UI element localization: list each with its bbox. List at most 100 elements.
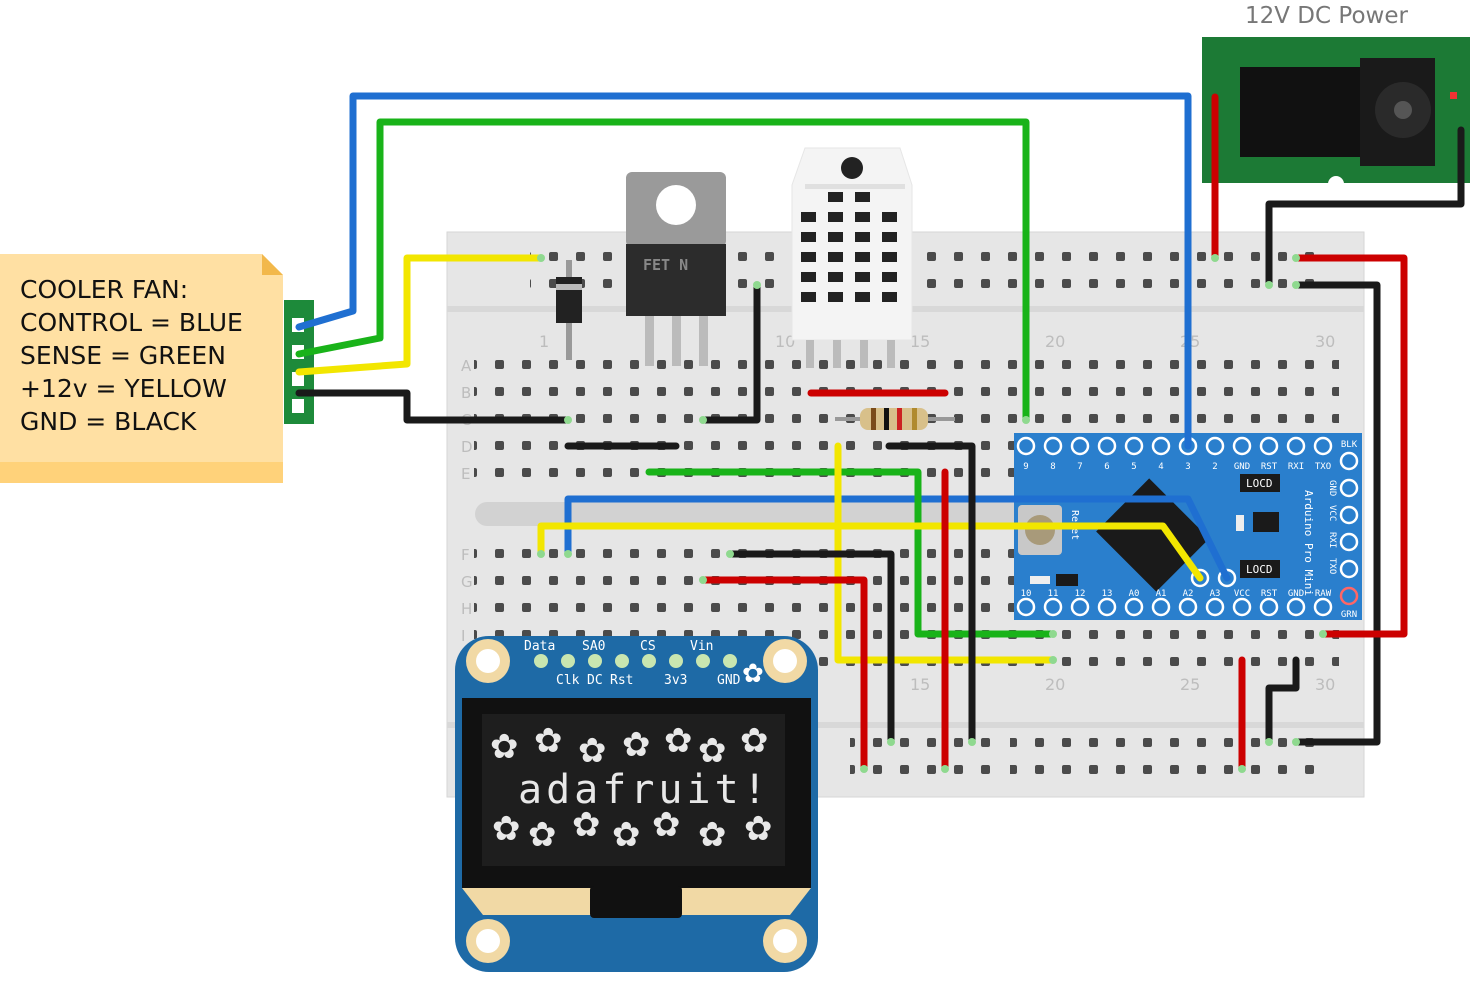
wire-black <box>1265 126 1465 289</box>
svg-text:✿: ✿ <box>490 727 519 767</box>
col-label: 25 <box>1180 675 1200 694</box>
wire-black <box>726 550 895 746</box>
wire-black <box>295 389 572 424</box>
pin-label: GRN <box>1341 610 1357 620</box>
power-rail-bottom <box>850 736 1330 777</box>
pin-label: 4 <box>1158 462 1163 472</box>
pin-label: 8 <box>1050 462 1055 472</box>
chip-label: LOCD <box>1246 477 1273 490</box>
col-label: 30 <box>1315 675 1335 694</box>
row-label: B <box>461 384 471 402</box>
pin-label: RXI <box>1288 462 1304 472</box>
wire-black <box>1292 281 1381 746</box>
col-label: 20 <box>1045 675 1065 694</box>
oled-pin-label: SA0 <box>582 639 605 654</box>
diode <box>556 260 582 360</box>
row-label: G <box>461 573 473 591</box>
col-label: 10 <box>775 332 795 351</box>
svg-text:✿: ✿ <box>572 805 601 845</box>
pin-label: RAW <box>1315 589 1332 599</box>
svg-text:✿: ✿ <box>698 815 727 855</box>
wire-red <box>1292 254 1408 638</box>
svg-text:✿: ✿ <box>698 731 727 771</box>
wire-black <box>699 281 761 424</box>
wire-green <box>295 118 1030 424</box>
svg-text:✿: ✿ <box>492 809 521 849</box>
pin-label: TXO <box>1327 558 1337 574</box>
pin-label: 12 <box>1075 589 1086 599</box>
pin-label: BLK <box>1341 440 1358 450</box>
fan-legend-note: COOLER FAN: CONTROL = BLUE SENSE = GREEN… <box>0 254 283 483</box>
pin-label: RST <box>1261 462 1278 472</box>
pin-label: 3 <box>1185 462 1190 472</box>
wires <box>295 92 1465 773</box>
pin-label: A0 <box>1129 589 1140 599</box>
wire-endpoints <box>537 254 1327 773</box>
pin-label: GND <box>1327 480 1337 496</box>
svg-text:✿: ✿ <box>578 731 607 771</box>
svg-text:✿: ✿ <box>664 721 693 761</box>
pin-label: A1 <box>1156 589 1167 599</box>
row-label: D <box>461 438 473 456</box>
pin-label: RST <box>1261 589 1278 599</box>
oled-display: Data SA0 CS Vin Clk DC Rst 3v3 GND ✿ ✿✿✿… <box>455 636 818 972</box>
col-label: 1 <box>539 332 549 351</box>
pin-label: RXI <box>1327 532 1337 548</box>
row-label: A <box>461 357 472 375</box>
col-label: 15 <box>910 332 930 351</box>
oled-pin-label: 3v3 <box>664 673 687 688</box>
pin-label: A2 <box>1183 589 1194 599</box>
row-label: H <box>461 600 472 618</box>
pin-label: VCC <box>1234 589 1250 599</box>
mosfet-label: FET N <box>643 256 688 274</box>
row-label: I <box>461 627 465 645</box>
note-line: COOLER FAN: <box>20 275 188 304</box>
adafruit-flower-icon: ✿ <box>742 659 764 689</box>
col-label: 15 <box>910 675 930 694</box>
pin-label: GND <box>1288 589 1304 599</box>
wire-yellow <box>834 442 1057 664</box>
pin-label: TXO <box>1315 462 1331 472</box>
wire-blue <box>295 92 1192 450</box>
dc-power-jack: 12V DC Power <box>1202 3 1470 192</box>
note-line: +12v = YELLOW <box>20 374 227 403</box>
svg-text:✿: ✿ <box>528 815 557 855</box>
svg-text:✿: ✿ <box>652 805 681 845</box>
oled-brand-text: adafruit! <box>518 767 771 813</box>
oled-pin-label: Vin <box>690 639 713 654</box>
pin-label: 11 <box>1048 589 1059 599</box>
pin-label: VCC <box>1327 505 1337 521</box>
svg-text:✿: ✿ <box>622 725 651 765</box>
oled-pin-label: Data <box>524 639 555 654</box>
power-rail-top <box>530 250 1330 291</box>
oled-pin-label: CS <box>640 639 656 654</box>
svg-text:✿: ✿ <box>534 721 563 761</box>
note-line: GND = BLACK <box>20 407 197 436</box>
pin-label: 13 <box>1102 589 1113 599</box>
wire-black <box>885 442 976 746</box>
svg-text:✿: ✿ <box>744 809 773 849</box>
svg-text:✿: ✿ <box>612 815 641 855</box>
wire-red <box>699 576 868 773</box>
oled-pin-label: DC <box>587 673 603 688</box>
row-label: F <box>461 546 470 564</box>
wire-green <box>645 468 1057 638</box>
note-line: SENSE = GREEN <box>20 341 226 370</box>
board-title: Arduino Pro Mini <box>1302 490 1315 596</box>
pin-label: 9 <box>1023 462 1028 472</box>
col-label: 20 <box>1045 332 1065 351</box>
pin-label: 2 <box>1212 462 1217 472</box>
flower-pattern-icon: ✿✿✿✿✿✿✿ ✿✿✿✿✿✿✿ <box>490 721 773 855</box>
resistor <box>835 408 955 430</box>
col-label: 30 <box>1315 332 1335 351</box>
chip-label: LOCD <box>1246 563 1273 576</box>
wire-black <box>1265 656 1300 746</box>
row-label: E <box>461 465 470 483</box>
pin-label: 10 <box>1021 589 1032 599</box>
pin-label: 5 <box>1131 462 1136 472</box>
pin-label: A3 <box>1210 589 1221 599</box>
svg-text:✿: ✿ <box>740 721 769 761</box>
wire-yellow <box>537 522 1204 582</box>
mosfet: FET N <box>626 172 726 366</box>
